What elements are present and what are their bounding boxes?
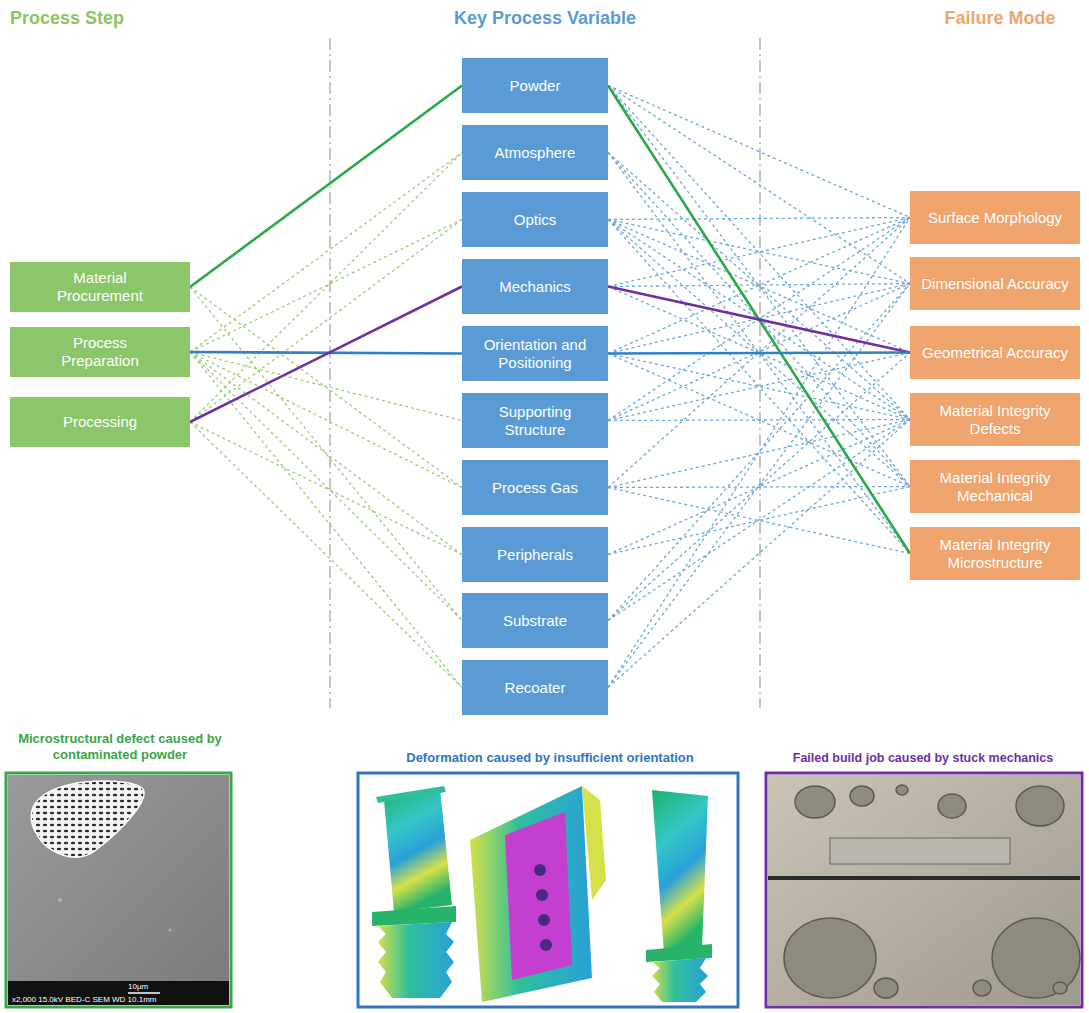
connector	[190, 153, 462, 423]
figure-caption: Microstructural defect caused by contami…	[5, 731, 235, 762]
box-label: Dimensional Accuracy	[921, 275, 1069, 293]
box-label: Mechanics	[499, 278, 571, 296]
scale-bar-text: 10µm	[128, 982, 162, 992]
connector	[608, 353, 910, 621]
box-label: Processing	[63, 413, 137, 431]
connector	[190, 287, 462, 488]
process-variable-box: Atmosphere	[462, 125, 608, 180]
process-variable-box: Powder	[462, 58, 608, 113]
connector	[190, 153, 462, 353]
connector	[608, 153, 910, 554]
process-variable-box: Recoater	[462, 660, 608, 715]
sem-micrograph	[6, 773, 231, 1007]
connector	[608, 420, 910, 621]
connector	[190, 287, 462, 423]
failure-mode-box: Material Integrity Mechanical	[910, 460, 1080, 513]
failure-mode-box: Material Integrity Defects	[910, 393, 1080, 446]
connector	[608, 220, 910, 284]
connector	[608, 218, 910, 688]
connector	[190, 287, 462, 621]
box-label: Orientation and Positioning	[470, 336, 600, 372]
figure-caption: Deformation caused by insufficient orien…	[360, 750, 740, 766]
box-label: Material Integrity Defects	[920, 402, 1070, 438]
process-step-box: Processing	[10, 397, 190, 447]
connector	[608, 218, 910, 287]
box-label: Process Gas	[492, 479, 578, 497]
process-variable-box: Mechanics	[462, 259, 608, 314]
connector	[608, 420, 910, 688]
process-variable-box: Peripherals	[462, 527, 608, 582]
connector	[608, 284, 910, 287]
connector	[608, 420, 910, 555]
connector	[608, 284, 910, 354]
process-variable-box: Supporting Structure	[462, 393, 608, 448]
connector	[608, 86, 910, 218]
box-label: Powder	[510, 77, 561, 95]
column-separator	[330, 38, 760, 708]
connector	[608, 218, 910, 421]
connector	[608, 86, 910, 554]
connector	[190, 422, 462, 688]
micrograph-info: x2,000 15.0kV BED-C SEM WD 10.1mm	[12, 995, 222, 1005]
box-label: Atmosphere	[495, 144, 576, 162]
connector	[608, 218, 910, 220]
figure-caption: Failed build job caused by stuck mechani…	[758, 751, 1088, 766]
connector	[608, 420, 910, 421]
column-header: Process Step	[10, 8, 210, 30]
process-step-box: Process Preparation	[10, 327, 190, 377]
failure-mode-box: Geometrical Accuracy	[910, 326, 1080, 379]
box-label: Recoater	[505, 679, 566, 697]
connector	[190, 352, 462, 488]
connector	[608, 354, 910, 420]
process-variable-box: Process Gas	[462, 460, 608, 515]
column-header: Key Process Variable	[445, 8, 645, 30]
box-label: Peripherals	[497, 546, 573, 564]
connector	[608, 284, 910, 421]
box-label: Optics	[514, 211, 557, 229]
connector	[190, 220, 462, 353]
box-label: Substrate	[503, 612, 567, 630]
connector	[190, 422, 462, 555]
connector	[608, 353, 910, 421]
process-variable-box: Substrate	[462, 593, 608, 648]
box-label: Material Integrity Mechanical	[920, 469, 1070, 505]
column-header: Failure Mode	[905, 8, 1089, 30]
connector	[190, 220, 462, 423]
process-step-box: Material Procurement	[10, 262, 190, 312]
box-label: Process Preparation	[40, 334, 160, 370]
connector	[190, 352, 462, 421]
connector	[608, 86, 910, 487]
box-label: Material Integrity Microstructure	[920, 536, 1070, 572]
connector	[608, 86, 910, 420]
box-label: Material Procurement	[40, 269, 160, 305]
process-variable-box: Orientation and Positioning	[462, 326, 608, 381]
connector	[608, 354, 910, 487]
box-label: Supporting Structure	[470, 403, 600, 439]
connector	[608, 220, 910, 554]
process-variable-box: Optics	[462, 192, 608, 247]
connector	[608, 284, 910, 621]
failure-mode-box: Material Integrity Microstructure	[910, 527, 1080, 580]
connector-group	[190, 86, 910, 554]
connector	[608, 353, 910, 354]
connector	[608, 487, 910, 488]
connector	[190, 86, 462, 288]
failure-mode-box: Dimensional Accuracy	[910, 257, 1080, 310]
connector-group	[190, 86, 910, 688]
connector	[608, 218, 910, 488]
box-label: Surface Morphology	[928, 209, 1062, 227]
connector	[608, 287, 910, 353]
failure-mode-box: Surface Morphology	[910, 191, 1080, 244]
connector	[608, 153, 910, 420]
failed-build-photo	[766, 773, 1082, 1007]
box-label: Geometrical Accuracy	[922, 344, 1068, 362]
connector	[608, 86, 910, 284]
connector	[608, 153, 910, 487]
turbine-blade-scans	[358, 773, 738, 1007]
